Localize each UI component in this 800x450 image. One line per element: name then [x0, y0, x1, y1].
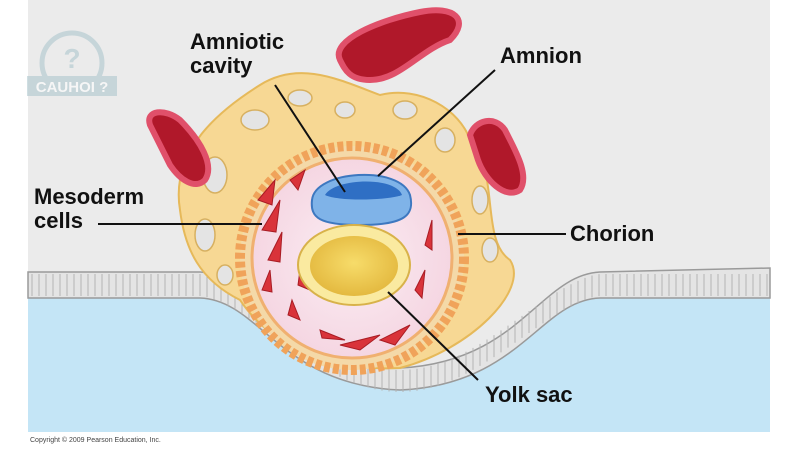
leader-yolk-sac — [387, 291, 479, 381]
cauhoi-watermark-logo: ? CAUHOI ? — [22, 28, 122, 108]
lacunae — [194, 89, 499, 286]
label-yolk-sac: Yolk sac — [485, 382, 573, 407]
leader-amnion — [377, 69, 496, 177]
label-mesoderm-cells: Mesoderm cells — [34, 185, 144, 233]
copyright-text: Copyright © 2009 Pearson Education, Inc. — [30, 437, 161, 444]
yolk-sac — [310, 236, 398, 296]
amniotic-cavity — [325, 181, 402, 200]
label-line: Mesoderm — [34, 184, 145, 209]
label-line: Amniotic — [190, 29, 285, 54]
svg-text:?: ? — [63, 43, 80, 74]
label-line: cavity — [190, 53, 253, 78]
label-amniotic-cavity: Amniotic cavity — [190, 30, 284, 78]
leader-lines — [98, 69, 566, 381]
uterine-cavity — [28, 298, 770, 432]
leader-amniotic-cavity — [274, 84, 346, 193]
svg-text:CAUHOI ?: CAUHOI ? — [36, 79, 109, 96]
label-chorion: Chorion — [570, 221, 655, 246]
label-line: cells — [34, 208, 83, 233]
blood-vessels — [146, 7, 527, 196]
label-amnion: Amnion — [500, 43, 582, 68]
